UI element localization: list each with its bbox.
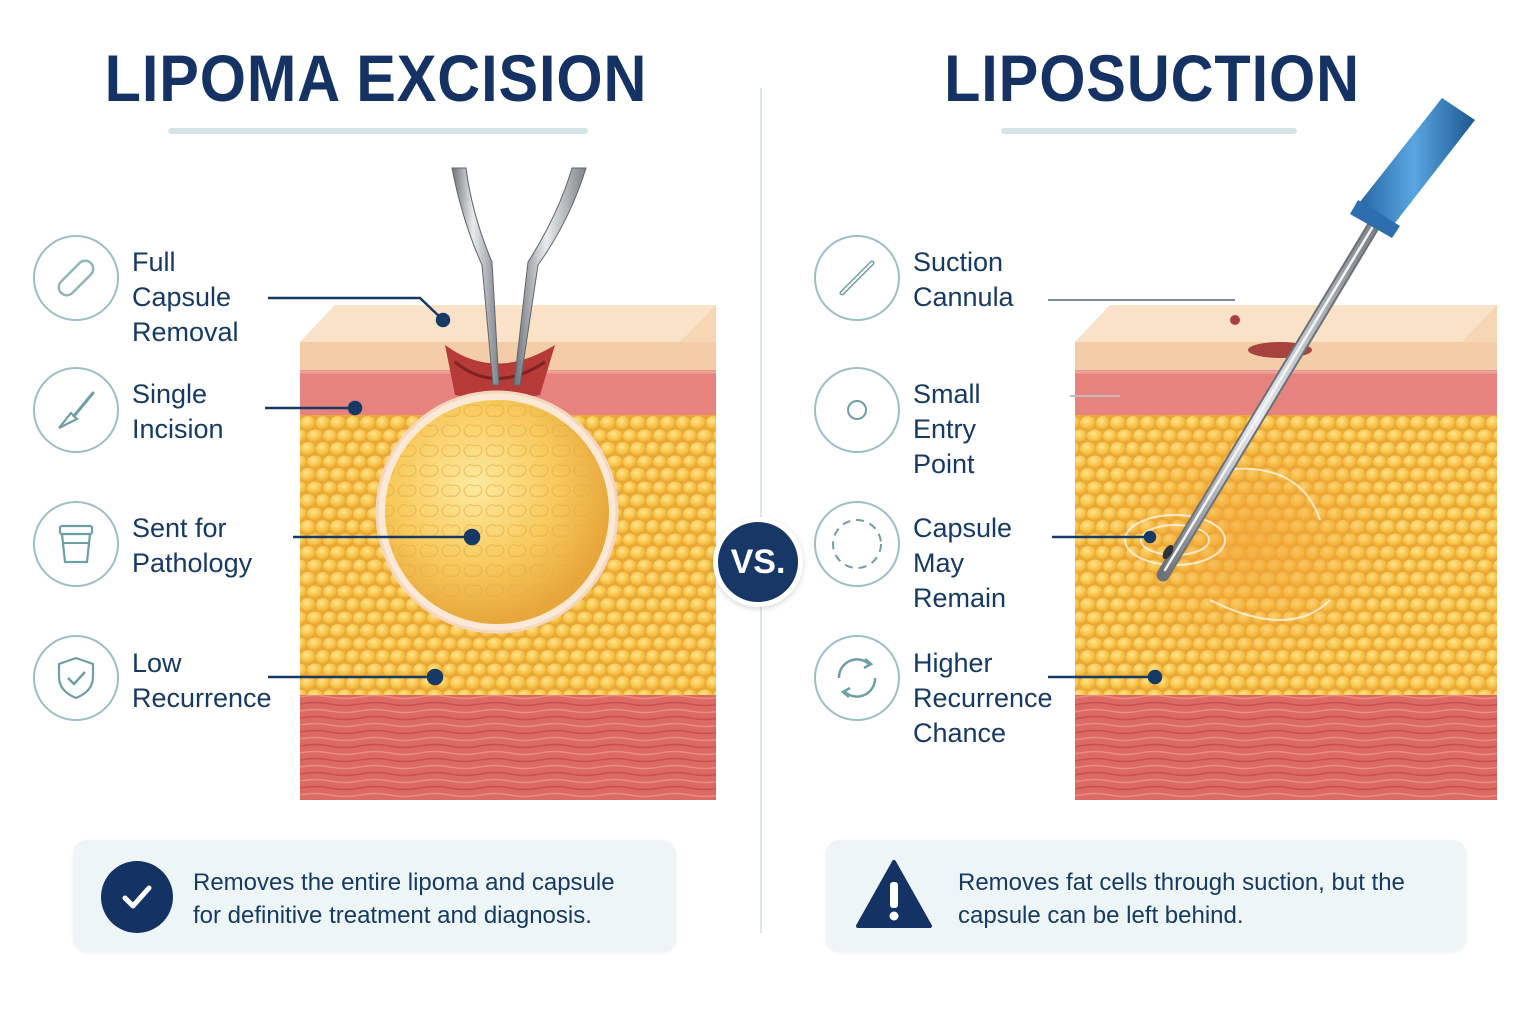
- forceps-instrument: [451, 167, 587, 386]
- panel-title: LIPOMA EXCISION: [104, 41, 648, 115]
- suction-cannula-instrument: [1156, 98, 1475, 582]
- lipoma-excision-panel: LIPOMA EXCISION Full Capsule Removal Sin…: [33, 41, 676, 952]
- summary-text: Removes fat cells through suction, but t…: [958, 869, 1405, 929]
- title-underline: [168, 128, 588, 134]
- capsule-icon: [33, 235, 119, 321]
- warning-icon: [854, 858, 934, 930]
- check-circle-icon: [101, 861, 173, 933]
- title-underline: [1001, 128, 1297, 134]
- liposuction-summary-box: Removes fat cells through suction, but t…: [826, 840, 1466, 952]
- excision-tissue-block: [300, 305, 716, 800]
- liposuction-panel: LIPOSUCTION Suction Cannula Small Entry …: [768, 0, 1536, 1024]
- feature-label: Full Capsule Removal: [132, 247, 239, 347]
- liposuction-leader-lines: [1048, 299, 1240, 685]
- excision-summary-box: Removes the entire lipoma and capsule fo…: [73, 840, 676, 952]
- panel-title: LIPOSUCTION: [944, 41, 1360, 115]
- feature-label: Capsule May Remain: [913, 513, 1013, 613]
- shield-check-icon: [33, 635, 119, 721]
- feature-label: Small Entry Point: [913, 379, 981, 479]
- feature-label: Sent for Pathology: [132, 513, 253, 578]
- excision-leader-lines: [265, 296, 481, 686]
- liposuction-tissue-block: [1075, 305, 1497, 800]
- feature-label: Low Recurrence: [132, 648, 272, 713]
- cycle-arrows-icon: [814, 635, 900, 721]
- vs-badge: VS.: [713, 517, 803, 607]
- specimen-cup-icon: [33, 501, 119, 587]
- summary-text: Removes the entire lipoma and capsule fo…: [193, 869, 615, 929]
- center-divider: [760, 88, 762, 933]
- small-circle-icon: [814, 367, 900, 453]
- dashed-circle-icon: [814, 501, 900, 587]
- feature-label: Higher Recurrence Chance: [913, 648, 1053, 748]
- feature-label: Suction Cannula: [913, 247, 1014, 312]
- cannula-icon: [814, 235, 900, 321]
- feature-label: Single Incision: [132, 379, 224, 444]
- scalpel-icon: [33, 367, 119, 453]
